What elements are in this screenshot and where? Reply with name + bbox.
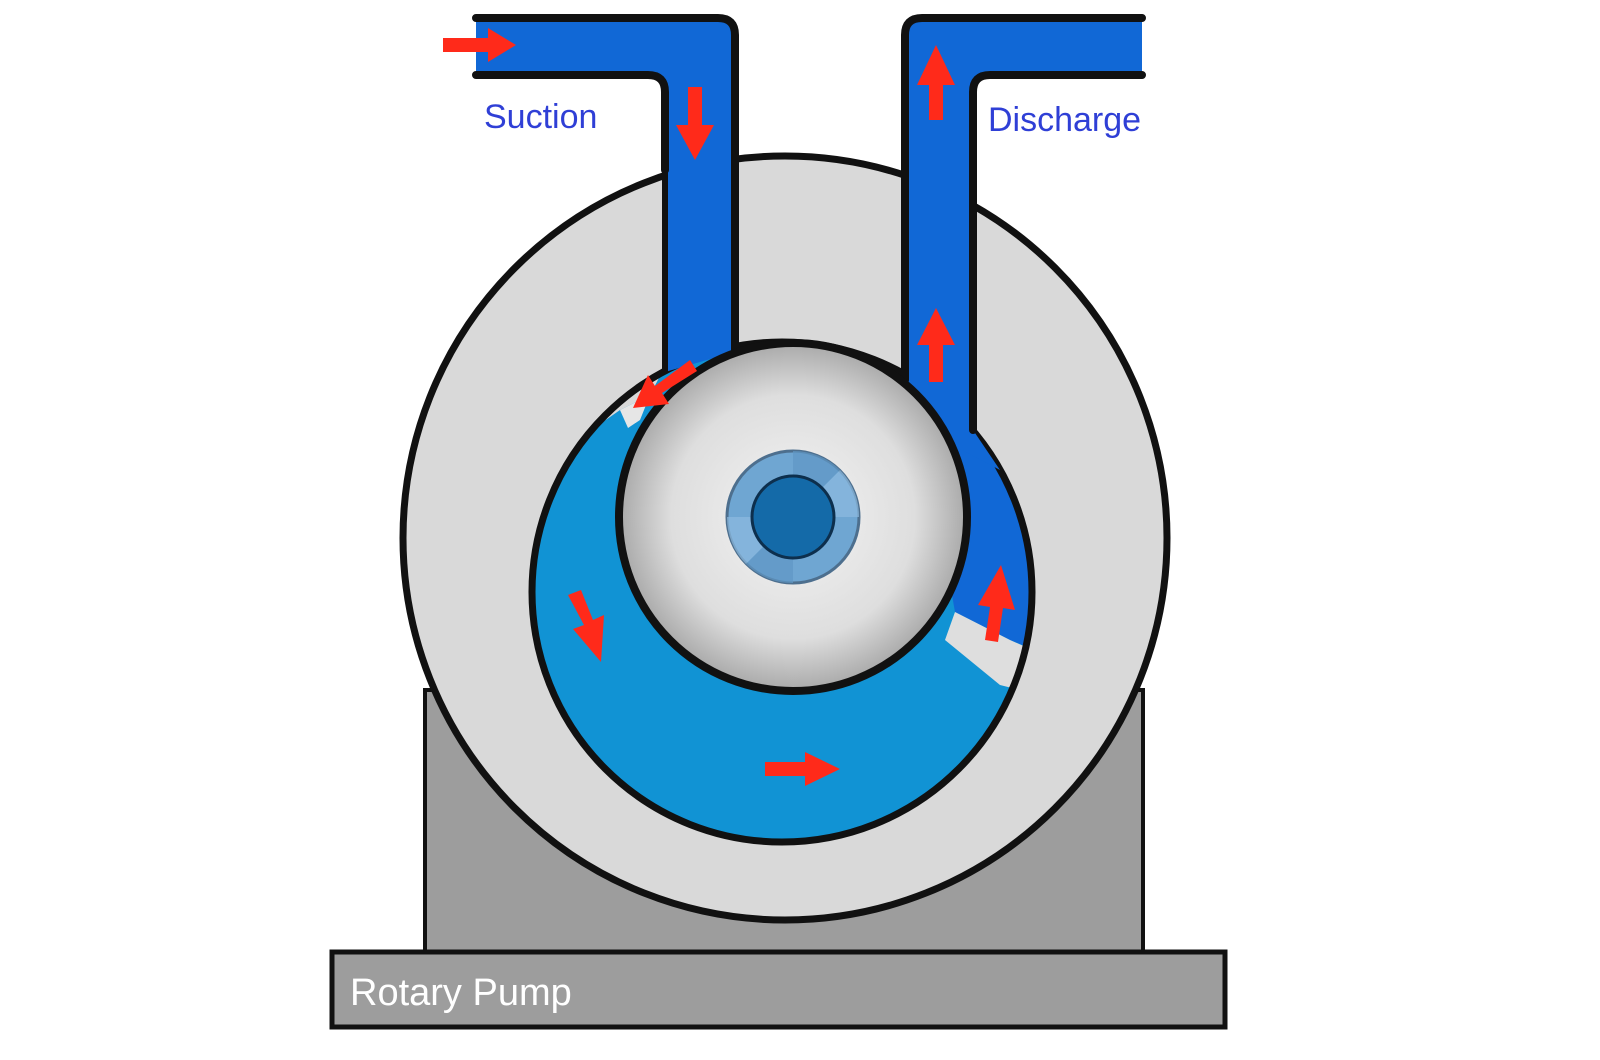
flow-arrow-chamber-right	[978, 565, 1015, 642]
rotor-shaft-hub	[725, 449, 861, 585]
suction-label: Suction	[484, 98, 597, 136]
flow-arrow-discharge-upper	[917, 45, 955, 120]
flow-arrow-suction-down	[676, 87, 714, 160]
flow-arrow-chamber-entry	[633, 360, 697, 408]
flow-arrow-discharge-lower	[917, 308, 955, 382]
pump-name-label: Rotary Pump	[350, 972, 572, 1014]
suction-pipe	[472, 14, 739, 372]
discharge-pipe	[901, 14, 1146, 470]
flow-arrow-chamber-bottom	[765, 752, 840, 786]
discharge-label: Discharge	[988, 101, 1141, 139]
pump-base	[329, 949, 1228, 1030]
flow-arrow-suction-inlet	[443, 28, 516, 62]
flow-arrow-chamber-left	[568, 590, 604, 662]
